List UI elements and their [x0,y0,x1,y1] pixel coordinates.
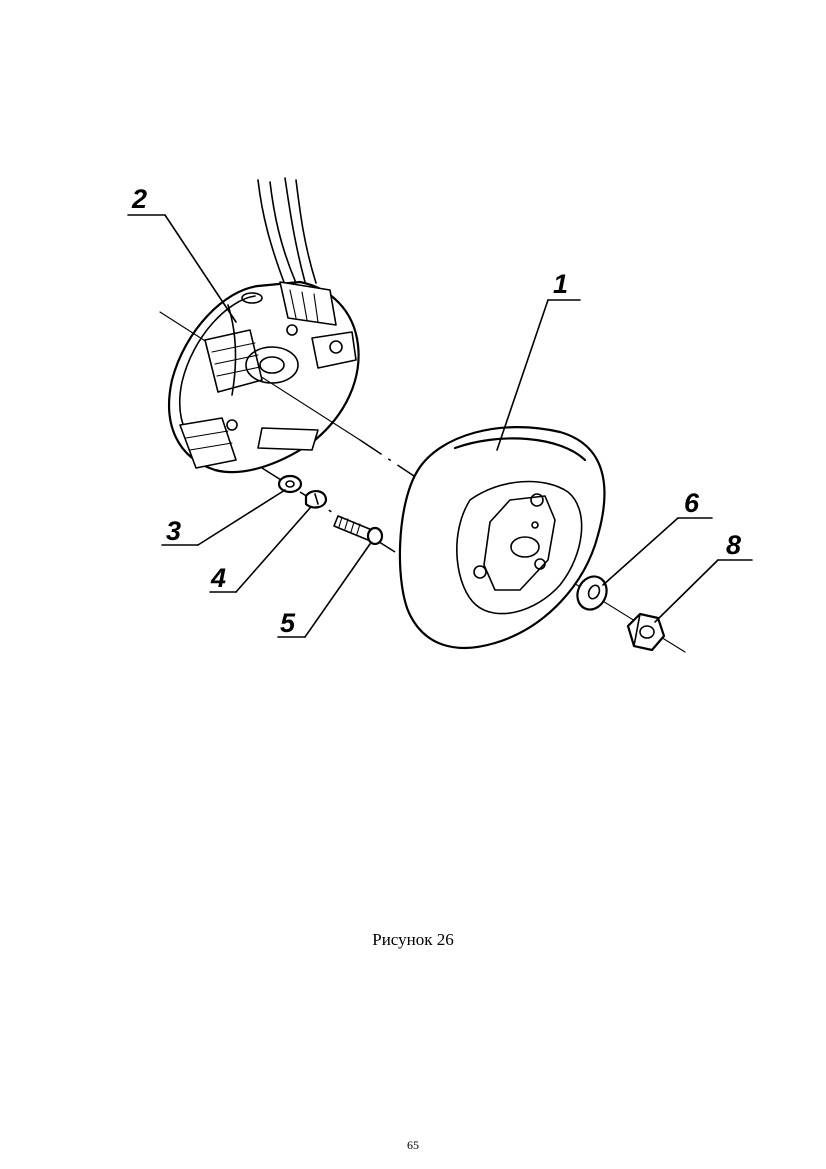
spring-washer-part-4 [304,490,328,509]
page-number: 65 [407,1138,419,1152]
leader-lines [127,214,753,638]
washer-part-3 [277,474,303,494]
washer-part-6 [576,575,608,611]
stator-assembly [168,177,360,474]
callout-5: 5 [280,608,296,638]
callout-1: 1 [553,269,568,299]
flywheel-rotor [398,426,606,650]
callout-2: 2 [131,184,147,214]
callout-8: 8 [726,530,741,560]
callout-4: 4 [210,563,226,593]
callout-3: 3 [166,516,181,546]
figure-caption: Рисунок 26 [372,930,454,949]
nut-part-8 [626,612,666,652]
callout-6: 6 [684,488,700,518]
screw-part-5 [333,515,384,546]
exploded-assembly-drawing: 2 1 3 4 5 6 8 [127,177,753,653]
